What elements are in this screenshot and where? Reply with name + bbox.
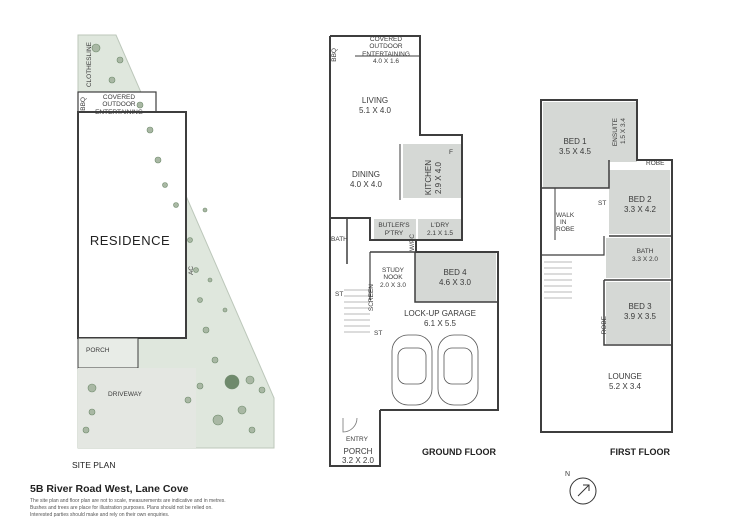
ff-bed1-fill	[543, 102, 609, 188]
site-residence-label: RESIDENCE	[89, 233, 171, 248]
gf-garage-name: LOCK-UP GARAGE	[404, 309, 476, 318]
site-covered-outdoor-label: COVERED OUTDOOR ENTERTAINING	[95, 94, 143, 116]
site-bbq-label: BBQ	[80, 97, 87, 111]
ff-bed1-name: BED 1	[563, 137, 587, 146]
site-plan-drawing	[77, 34, 275, 449]
gf-living-name: LIVING	[361, 96, 389, 105]
site-plan-title: SITE PLAN	[72, 460, 116, 470]
gf-porch-size: 3.2 X 2.0	[341, 456, 375, 465]
gf-laundry-name: L'DRY	[430, 222, 450, 229]
gf-butlers-name2: P'TRY	[384, 230, 404, 237]
ff-bath-fill	[606, 238, 670, 278]
gf-laundry-size: 2.1 X 1.5	[426, 230, 454, 237]
ff-bed1-size: 3.5 X 4.5	[558, 147, 592, 156]
gf-kitchen-size: 2.9 X 4.0	[434, 162, 443, 195]
ff-bath-name: BATH	[636, 248, 654, 255]
ff-robe-label-2: ROBE	[601, 316, 608, 335]
gf-butlers-name: BUTLER'S	[378, 222, 410, 229]
first-floor-title: FIRST FLOOR	[610, 447, 670, 457]
gf-study-name: STUDY NOOK	[381, 267, 405, 282]
gf-screen-label: SCREEN	[368, 284, 375, 312]
ff-bed2-fill	[609, 170, 670, 234]
site-driveway-label: DRIVEWAY	[108, 391, 142, 398]
gf-living-size: 5.1 X 4.0	[358, 106, 392, 115]
ff-bath-size: 3.3 X 2.0	[631, 256, 659, 263]
gf-dining-name: DINING	[352, 170, 380, 179]
disclaimer-line-1: The site plan and floor plan are not to …	[30, 498, 226, 504]
gf-bbq-label: BBQ	[331, 48, 338, 62]
gf-bath-label: BATH	[331, 236, 348, 243]
ff-bed3-size: 3.9 X 3.5	[623, 312, 657, 321]
ff-st-label: ST	[598, 200, 607, 207]
north-compass	[569, 477, 597, 505]
site-ac-label: AC	[188, 266, 195, 276]
gf-study-size: 2.0 X 3.0	[379, 282, 407, 289]
site-residence	[77, 111, 187, 339]
gf-wpc-label: W/PC	[409, 234, 416, 251]
ff-robe-label-1: ROBE	[646, 160, 665, 167]
gf-kitchen-fill	[403, 144, 461, 198]
ff-walkin-line3: ROBE	[556, 226, 575, 233]
ff-ensuite-size: 1.5 X 3.4	[620, 118, 627, 145]
ff-bed2-name: BED 2	[628, 195, 652, 204]
disclaimer-line-2: Bushes and trees are place for illustrat…	[30, 505, 213, 511]
site-trees	[82, 43, 266, 434]
gf-kitchen-name: KITCHEN	[424, 160, 433, 196]
ground-floor-drawing	[329, 35, 499, 467]
gf-porch-name: PORCH	[343, 447, 373, 456]
first-floor-drawing	[540, 99, 673, 433]
gf-butlers-fill	[374, 219, 416, 241]
site-driveway	[78, 368, 196, 448]
site-porch-label: PORCH	[86, 347, 110, 354]
gf-st-label-1: ST	[335, 291, 344, 298]
ff-bed3-name: BED 3	[628, 302, 652, 311]
ff-walkin-line2: IN	[560, 219, 567, 226]
gf-covered-outdoor-size: 4.0 X 1.6	[372, 58, 400, 65]
ff-bed2-size: 3.3 X 4.2	[623, 205, 657, 214]
ff-lounge-size: 5.2 X 3.4	[608, 382, 642, 391]
gf-bed4-fill	[415, 252, 496, 302]
disclaimer-line-3: Interested parties should make and rely …	[30, 512, 170, 518]
ff-walkin-line1: WALK	[556, 212, 575, 219]
site-clothesline-label: CLOTHESLINE	[86, 42, 93, 88]
compass-north-label: N	[565, 471, 571, 478]
gf-laundry-fill	[418, 219, 462, 241]
gf-bed4-size: 4.6 X 3.0	[438, 278, 472, 287]
gf-covered-outdoor-name: COVERED OUTDOOR ENTERTAINING	[362, 36, 410, 58]
ff-ensuite-name: ENSUITE	[612, 118, 619, 147]
ff-lounge-name: LOUNGE	[608, 372, 642, 381]
ff-ensuite-fill	[609, 102, 637, 162]
ff-bed3-fill	[606, 282, 670, 344]
gf-garage-size: 6.1 X 5.5	[423, 319, 457, 328]
gf-dining-size: 4.0 X 4.0	[349, 180, 383, 189]
gf-st-label-2: ST	[374, 330, 383, 337]
gf-fridge-label: F	[449, 149, 453, 156]
gf-entry-label: ENTRY	[346, 436, 368, 443]
ground-floor-title: GROUND FLOOR	[422, 447, 496, 457]
property-address: 5B River Road West, Lane Cove	[30, 483, 189, 495]
gf-bed4-name: BED 4	[443, 268, 467, 277]
